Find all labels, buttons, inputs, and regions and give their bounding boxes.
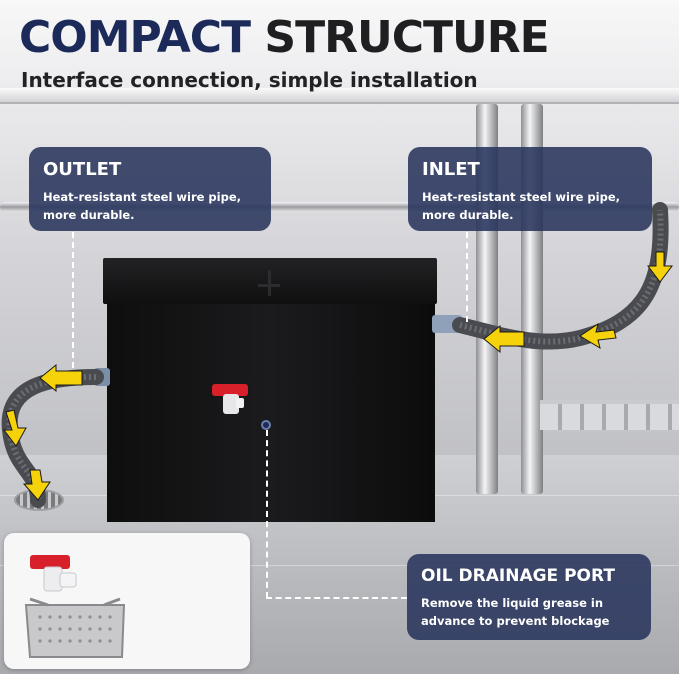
title-word-structure: STRUCTURE: [264, 12, 549, 63]
outlet-title: OUTLET: [43, 159, 122, 180]
page-subtitle: Interface connection, simple installatio…: [21, 68, 478, 92]
inlet-callout: INLET Heat-resistant steel wire pipe, mo…: [408, 147, 652, 231]
grease-trap-tank: [107, 300, 435, 522]
lid-handle-bar: [258, 284, 280, 287]
inlet-description-line2: more durable.: [422, 208, 514, 222]
inlet-leader-line: [466, 232, 468, 322]
valve-cap: [236, 398, 244, 408]
valve-outlet-detail: [59, 572, 77, 588]
oil-drainage-port-description-line2: advance to prevent blockage: [421, 614, 610, 628]
flow-arrow-icon: [483, 324, 525, 354]
inlet-description-line1: Heat-resistant steel wire pipe,: [422, 190, 621, 204]
page-title: COMPACT STRUCTURE: [19, 12, 550, 63]
drain-leader-line: [266, 430, 268, 598]
drain-leader-line-horizontal: [266, 597, 407, 599]
inlet-title: INLET: [422, 159, 480, 180]
outlet-callout: OUTLET Heat-resistant steel wire pipe, m…: [29, 147, 271, 231]
oil-drainage-port-marker: [261, 420, 271, 430]
flow-arrow-icon: [647, 251, 673, 283]
title-word-compact: COMPACT: [19, 12, 251, 63]
valve-body: [223, 394, 239, 414]
outlet-description-line1: Heat-resistant steel wire pipe,: [43, 190, 242, 204]
sink-countertop: [0, 88, 679, 104]
flow-arrow-icon: [579, 322, 617, 350]
flow-arrow-icon: [39, 363, 83, 393]
oil-drainage-port-title: OIL DRAINAGE PORT: [421, 566, 615, 586]
flow-arrow-icon: [3, 409, 27, 447]
lid-handle: [268, 270, 271, 296]
inlet-description: Heat-resistant steel wire pipe, more dur…: [422, 188, 638, 224]
oil-drainage-port-description: Remove the liquid grease in advance to p…: [421, 594, 637, 630]
outlet-leader-line: [72, 232, 74, 368]
sink-backsplash: [0, 0, 679, 88]
flow-arrow-icon: [22, 469, 51, 501]
outlet-description-line2: more durable.: [43, 208, 135, 222]
valve-body-detail: [43, 566, 63, 592]
basket-and-valve-illustration: [24, 555, 126, 658]
outlet-description: Heat-resistant steel wire pipe, more dur…: [43, 188, 257, 224]
support-rail: [0, 202, 679, 212]
valve-icon: [212, 384, 248, 396]
inset-detail-panel: [4, 533, 250, 669]
filter-basket: [24, 597, 126, 658]
oil-drainage-port-description-line1: Remove the liquid grease in: [421, 596, 604, 610]
lower-shelf: [540, 400, 679, 430]
valve-handle-detail: [30, 555, 70, 569]
outlet-hose: [1, 369, 104, 508]
oil-drainage-port-callout: OIL DRAINAGE PORT Remove the liquid grea…: [407, 554, 651, 640]
